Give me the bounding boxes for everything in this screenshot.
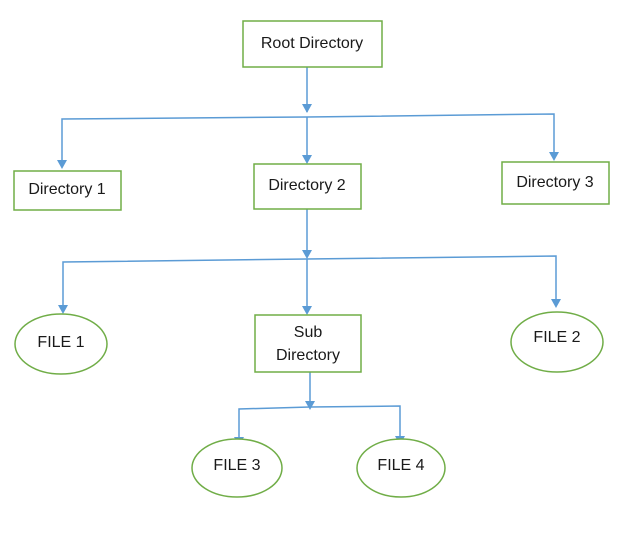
node-file-1: FILE 1: [14, 313, 108, 375]
directory-2-label: Directory 2: [268, 177, 345, 194]
node-directory-2: Directory 2: [253, 163, 362, 210]
root-directory-label: Root Directory: [261, 35, 363, 52]
arrow-to-directory-1: [57, 160, 67, 169]
directory-1-label: Directory 1: [28, 181, 105, 198]
level1-branch-line: [61, 113, 555, 160]
arrow-to-file-2: [551, 299, 561, 308]
node-file-3: FILE 3: [191, 438, 283, 498]
arrow-to-directory-2: [302, 155, 312, 164]
node-sub-directory: Sub Directory: [254, 314, 362, 373]
node-directory-1: Directory 1: [13, 170, 122, 211]
dir2-connectors: [58, 209, 561, 315]
arrow-to-file-1: [58, 305, 68, 314]
arrow-to-level2-branch: [302, 250, 312, 259]
directory-3-label: Directory 3: [516, 174, 593, 191]
arrow-to-level3-branch: [305, 401, 315, 410]
node-file-4: FILE 4: [356, 438, 446, 498]
arrow-to-sub-directory: [302, 306, 312, 315]
arrow-to-directory-3: [549, 152, 559, 161]
arrow-to-root-branch: [302, 104, 312, 113]
subdir-connectors: [234, 372, 405, 446]
level3-branch-line: [238, 405, 401, 440]
node-directory-3: Directory 3: [501, 161, 610, 205]
root-connectors: [57, 67, 559, 169]
sub-directory-label-line-1: Sub: [294, 324, 323, 341]
file-4-label: FILE 4: [377, 457, 424, 474]
node-root-directory: Root Directory: [242, 20, 383, 68]
file-3-label: FILE 3: [213, 457, 260, 474]
level2-branch-line: [62, 255, 557, 306]
file-1-label: FILE 1: [37, 334, 84, 351]
file-2-label: FILE 2: [533, 329, 580, 346]
sub-directory-label-line-2: Directory: [276, 347, 340, 364]
node-file-2: FILE 2: [510, 311, 604, 373]
